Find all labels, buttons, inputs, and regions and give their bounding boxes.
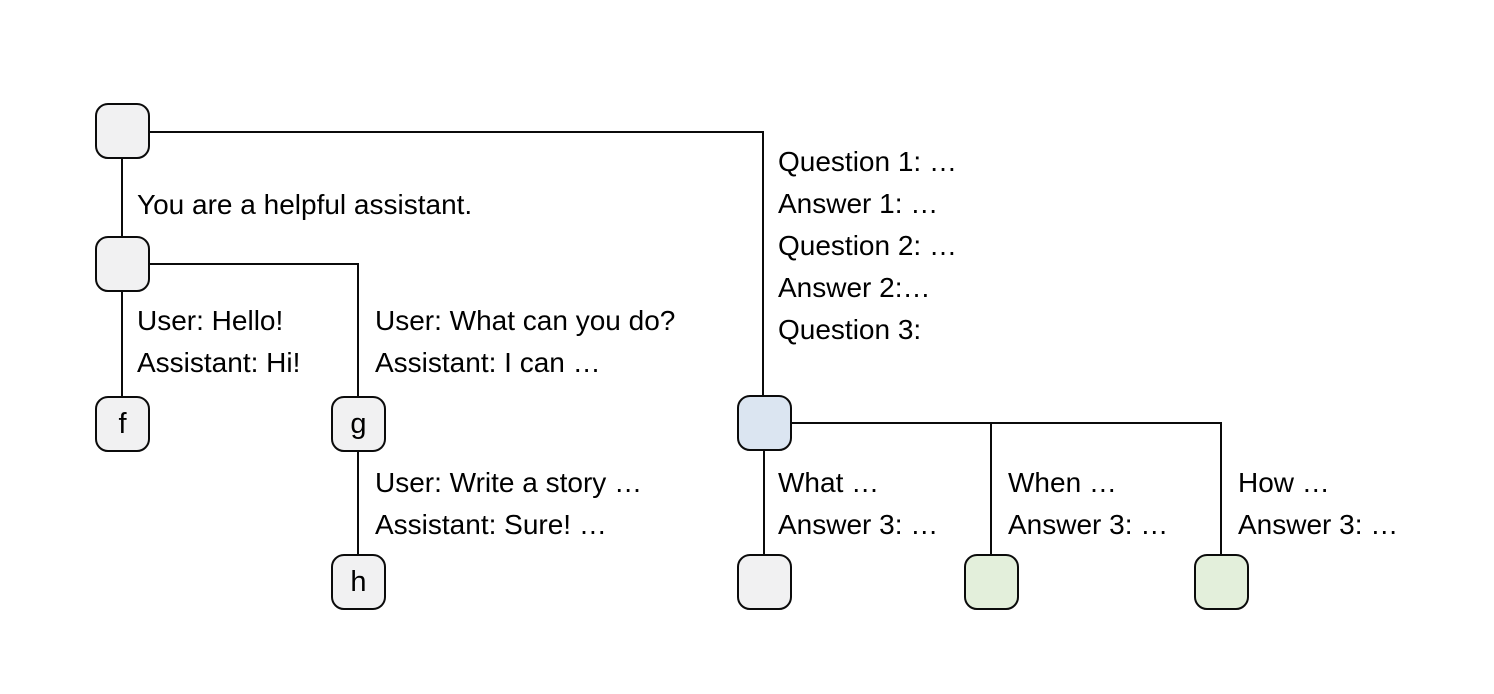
edge-label-line: Question 2: … — [778, 230, 957, 261]
edge-label-line: User: What can you do? — [375, 305, 676, 336]
edge-label-line: Question 3: — [778, 314, 922, 345]
edge-label-hello: User: Hello! Assistant: Hi! — [137, 300, 300, 384]
edge-question-branch-horizontal — [790, 422, 1222, 424]
edge-label-line: You are a helpful assistant. — [137, 189, 473, 220]
node-label: h — [350, 565, 367, 598]
edge-root-to-question-vertical — [762, 131, 764, 397]
edge-label-what-branch: What … Answer 3: … — [778, 462, 938, 546]
edge-label-qa-history: Question 1: … Answer 1: … Question 2: … … — [778, 141, 957, 351]
edge-label-line: User: Write a story … — [375, 467, 643, 498]
edge-root-to-question-horizontal — [148, 131, 764, 133]
tree-node-f: f — [95, 396, 150, 452]
edge-label-what-can-you-do: User: What can you do? Assistant: I can … — [375, 300, 675, 384]
edge-question-to-how-leaf — [1220, 422, 1222, 556]
edge-label-line: Assistant: Sure! … — [375, 509, 607, 540]
edge-question-to-when-leaf — [990, 422, 992, 556]
node-label: f — [118, 407, 127, 440]
edge-label-line: Answer 3: … — [1008, 509, 1169, 540]
tree-node-g: g — [331, 396, 386, 452]
edge-label-line: Question 1: … — [778, 146, 957, 177]
edge-label-line: Answer 1: … — [778, 188, 939, 219]
edge-label-line: Answer 3: … — [1238, 509, 1399, 540]
edge-label-write-a-story: User: Write a story … Assistant: Sure! … — [375, 462, 642, 546]
edge-label-system-prompt: You are a helpful assistant. — [137, 184, 472, 226]
edge-label-how-branch: How … Answer 3: … — [1238, 462, 1398, 546]
tree-node-when-leaf — [964, 554, 1019, 610]
edge-label-line: Answer 2:… — [778, 272, 931, 303]
edge-system-to-f — [121, 290, 123, 398]
edge-label-line: Assistant: Hi! — [137, 347, 301, 378]
node-label: g — [350, 407, 367, 440]
tree-node-how-leaf — [1194, 554, 1249, 610]
tree-node-root — [95, 103, 150, 159]
edge-g-to-h — [357, 450, 359, 556]
tree-node-what-leaf — [737, 554, 792, 610]
tree-node-system — [95, 236, 150, 292]
edge-label-line: Assistant: I can … — [375, 347, 601, 378]
tree-node-h: h — [331, 554, 386, 610]
edge-system-to-g-horizontal — [148, 263, 359, 265]
edge-label-when-branch: When … Answer 3: … — [1008, 462, 1168, 546]
edge-label-line: User: Hello! — [137, 305, 284, 336]
edge-label-line: Answer 3: … — [778, 509, 939, 540]
edge-label-line: How … — [1238, 467, 1330, 498]
edge-question-to-what-leaf — [763, 449, 765, 556]
edge-system-to-g-vertical — [357, 263, 359, 398]
tree-node-question — [737, 395, 792, 451]
edge-root-to-system — [121, 158, 123, 238]
edge-label-line: When … — [1008, 467, 1117, 498]
edge-label-line: What … — [778, 467, 880, 498]
